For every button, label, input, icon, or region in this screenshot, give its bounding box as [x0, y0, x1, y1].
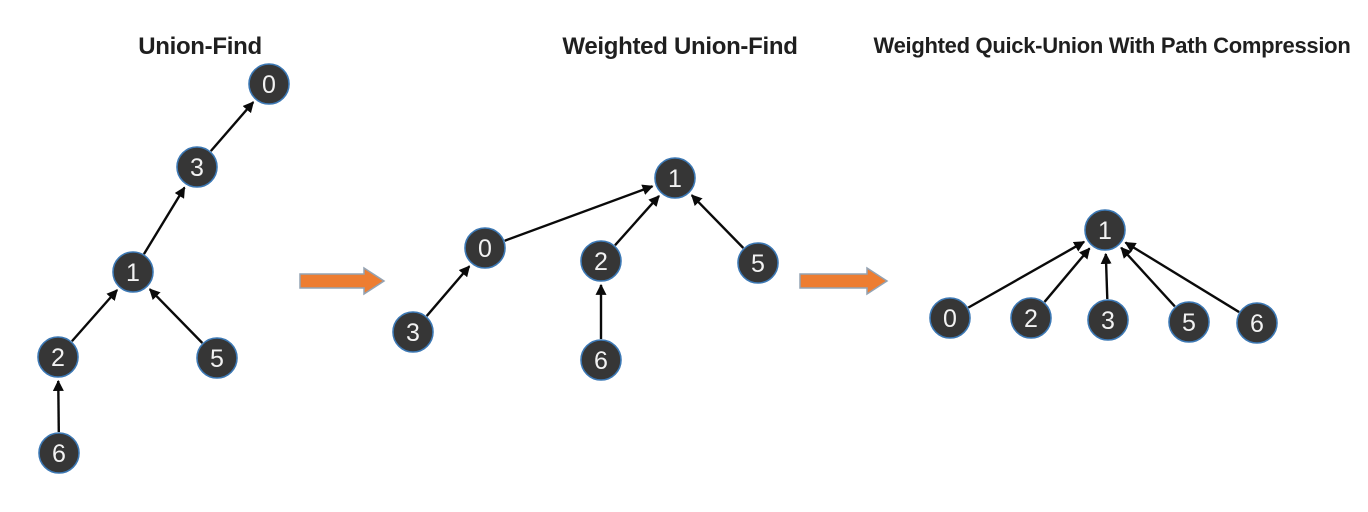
node-3: [392, 311, 434, 353]
arrow-union-find-to-weighted-icon: [299, 266, 386, 296]
edge-5-to-1: [148, 288, 204, 344]
edge-3-to-0: [209, 101, 255, 152]
arrow-weighted-to-path-compression-icon: [799, 266, 889, 296]
edge-6-to-2: [52, 379, 64, 433]
node-2: [1010, 297, 1052, 339]
edge-2-to-1: [70, 289, 119, 343]
edge-1-to-3: [142, 186, 186, 255]
node-3: [176, 146, 218, 188]
edge-3-to-0: [425, 265, 471, 317]
edge-6-to-1: [1124, 241, 1240, 314]
node-1: [112, 251, 154, 293]
node-5: [737, 242, 779, 284]
edge-2-to-1: [614, 195, 660, 247]
node-2: [37, 336, 79, 378]
diagram-title-union-find: Union-Find: [138, 33, 262, 60]
node-6: [580, 339, 622, 381]
node-1: [654, 157, 696, 199]
node-0: [929, 297, 971, 339]
edge-0-to-1: [967, 240, 1086, 309]
edge-5-to-1: [1120, 246, 1176, 308]
node-6: [38, 432, 80, 474]
node-0: [464, 227, 506, 269]
node-2: [580, 240, 622, 282]
node-3: [1087, 299, 1129, 341]
edge-2-to-1: [1043, 247, 1091, 303]
edge-3-to-1: [1100, 252, 1112, 300]
node-6: [1236, 302, 1278, 344]
node-1: [1084, 209, 1126, 251]
diagram-title-weighted-union-find: Weighted Union-Find: [562, 33, 798, 60]
node-5: [1168, 301, 1210, 343]
node-5: [196, 337, 238, 379]
diagram-title-weighted-quick-union-path-compression: Weighted Quick-Union With Path Compressi…: [873, 33, 1351, 58]
edge-5-to-1: [690, 194, 745, 249]
node-0: [248, 63, 290, 105]
edge-0-to-1: [504, 184, 654, 242]
